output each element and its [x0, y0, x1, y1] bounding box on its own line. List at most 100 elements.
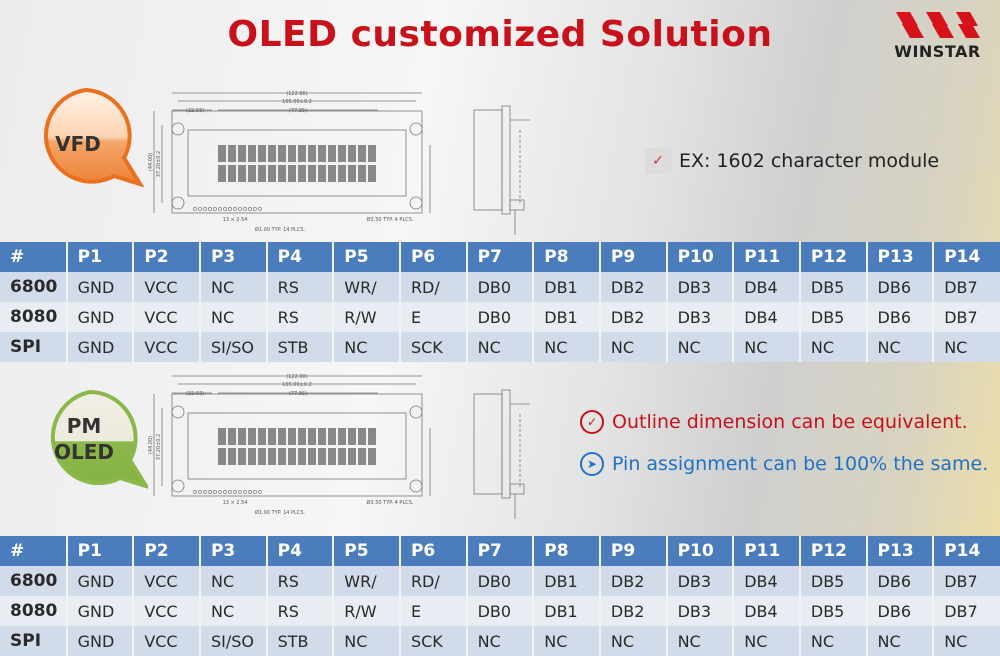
column-header: P12	[798, 536, 867, 566]
column-header: P8	[532, 242, 600, 272]
character-cell	[238, 165, 246, 182]
pin-hole	[253, 207, 257, 211]
row-label: SPI	[0, 626, 67, 656]
character-cell	[228, 165, 236, 182]
character-cell	[238, 145, 246, 162]
pin-cell: NC	[332, 626, 400, 656]
pin-hole	[213, 207, 217, 211]
pin-cell: DB7	[932, 302, 1000, 332]
pin-cell: DB4	[732, 272, 800, 302]
pin-hole	[233, 207, 237, 211]
character-cell	[348, 428, 356, 445]
character-cell	[218, 165, 226, 182]
module-outline-drawing: (122.00)105.00±0.2(22.03)(77.95)(44.00)3…	[148, 374, 431, 516]
pin-hole	[258, 207, 262, 211]
pin-hole	[198, 207, 202, 211]
character-cell	[338, 448, 346, 465]
pin-cell: SI/SO	[198, 332, 267, 362]
character-cell	[248, 165, 256, 182]
character-cell	[288, 145, 296, 162]
column-header: P11	[732, 242, 800, 272]
pin-hole	[228, 490, 232, 494]
pin-hole	[193, 207, 197, 211]
pin-hole	[228, 207, 232, 211]
pin-cell: DB6	[865, 596, 934, 626]
character-cell	[278, 165, 286, 182]
character-cell	[278, 428, 286, 445]
character-cell	[268, 145, 276, 162]
column-header: P4	[265, 242, 334, 272]
pin-hole	[218, 207, 222, 211]
pin-cell: DB4	[732, 596, 800, 626]
pin-cell: DB0	[465, 272, 534, 302]
note-outline-text: Outline dimension can be equivalent.	[612, 411, 968, 433]
note-outline: ✓ Outline dimension can be equivalent.	[580, 410, 968, 434]
pin-cell: VCC	[132, 272, 200, 302]
pin-cell: NC	[332, 332, 400, 362]
character-cell	[298, 448, 306, 465]
column-header: P13	[865, 242, 934, 272]
pin-cell: GND	[65, 272, 134, 302]
character-cell	[258, 428, 266, 445]
dimension-label: 105.00±0.2	[282, 382, 312, 388]
dimension-label: 13 × 2.54	[223, 217, 248, 223]
pin-hole	[203, 490, 207, 494]
character-cell	[348, 145, 356, 162]
pin-cell: VCC	[132, 332, 200, 362]
pin-cell: SI/SO	[198, 626, 267, 656]
speech-bubble-icon	[50, 389, 151, 490]
column-header: P10	[665, 536, 734, 566]
pin-cell: DB6	[865, 302, 934, 332]
pin-cell: R/W	[332, 302, 400, 332]
pin-cell: NC	[598, 332, 667, 362]
character-cell	[248, 448, 256, 465]
character-cell	[278, 145, 286, 162]
column-header: P5	[332, 242, 400, 272]
display-window	[187, 129, 407, 197]
character-cell	[218, 428, 226, 445]
column-header: P12	[798, 242, 867, 272]
vfd-label: VFD	[55, 132, 101, 156]
note-pin: ➤ Pin assignment can be 100% the same.	[580, 452, 988, 476]
pin-cell: VCC	[132, 596, 200, 626]
character-cell	[358, 145, 366, 162]
character-cell	[348, 448, 356, 465]
pin-hole	[233, 490, 237, 494]
pin-cell: DB6	[865, 566, 934, 596]
module-side-drawing	[473, 105, 530, 235]
module-outline	[171, 393, 423, 497]
pin-hole	[243, 490, 247, 494]
character-cell	[228, 448, 236, 465]
column-header: P3	[198, 536, 267, 566]
pin-cell: DB1	[532, 566, 600, 596]
character-cell	[358, 428, 366, 445]
character-cell	[288, 428, 296, 445]
column-header: P2	[132, 536, 200, 566]
character-cell	[218, 448, 226, 465]
column-header: P4	[265, 536, 334, 566]
character-cell	[328, 428, 336, 445]
pin-cell: NC	[932, 332, 1000, 362]
character-cell	[318, 145, 326, 162]
pin-cell: DB4	[732, 566, 800, 596]
arrow-circle-icon: ➤	[580, 452, 604, 476]
character-cell	[318, 165, 326, 182]
note-pin-text: Pin assignment can be 100% the same.	[612, 453, 989, 475]
column-header: P1	[65, 536, 134, 566]
column-header: P14	[932, 242, 1000, 272]
character-cell	[308, 165, 316, 182]
pin-cell: NC	[532, 332, 600, 362]
character-cell	[228, 145, 236, 162]
row-label: SPI	[0, 332, 67, 362]
character-cell	[318, 448, 326, 465]
speech-bubble-icon	[43, 87, 145, 188]
pin-cell: NC	[198, 302, 267, 332]
dimension-label: 37.20±0.2	[156, 151, 162, 177]
character-cell	[358, 165, 366, 182]
pin-cell: DB0	[465, 596, 534, 626]
